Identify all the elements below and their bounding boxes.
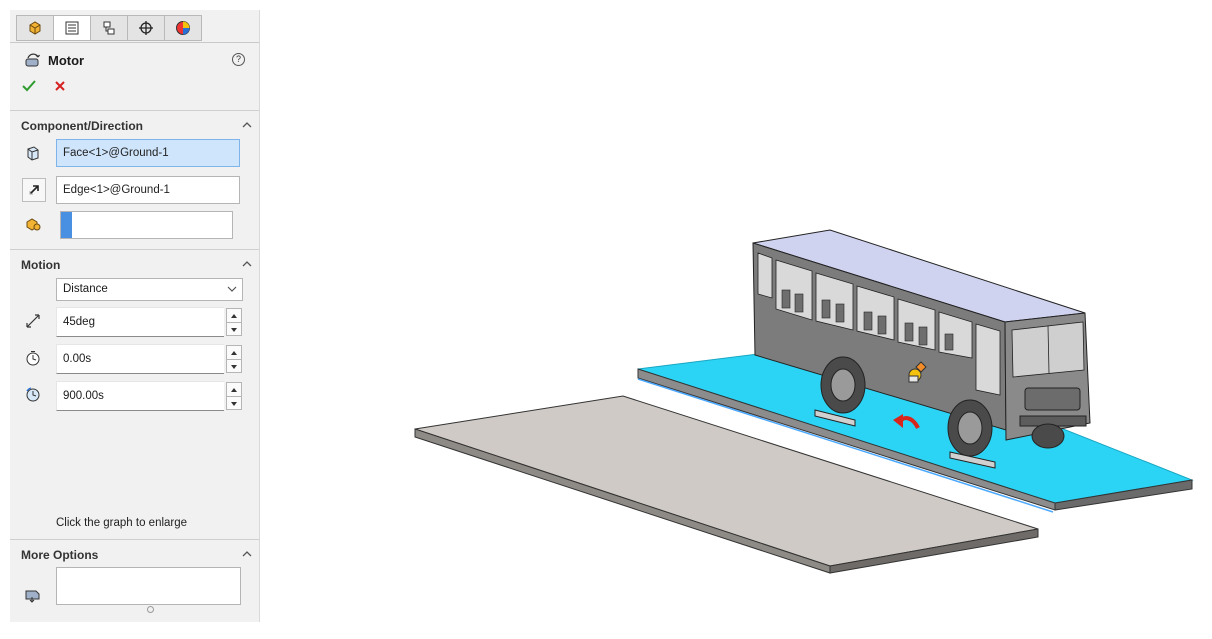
display-manager-tab[interactable] xyxy=(164,15,202,41)
chevron-up-icon[interactable] xyxy=(242,550,252,558)
direction-arrow-icon xyxy=(29,185,39,195)
motion-type-select[interactable]: Distance xyxy=(56,278,243,301)
component-relative-icon xyxy=(22,213,44,235)
motor-property-manager: Motor ? Component/Direction Face<1>@Grou… xyxy=(10,10,260,622)
crosshair-icon xyxy=(139,21,153,35)
graph-enlarge-hint[interactable]: Click the graph to enlarge xyxy=(56,517,188,529)
start-time-icon xyxy=(22,347,44,369)
configuration-manager-tab[interactable] xyxy=(90,15,128,41)
panel-title: Motor xyxy=(48,52,85,68)
cancel-button[interactable] xyxy=(54,80,66,95)
tabbar-divider xyxy=(10,42,259,43)
selected-edge[interactable] xyxy=(637,378,1054,513)
motor-icon xyxy=(25,53,41,67)
section-more-options-title: More Options xyxy=(21,548,99,562)
section-motion-title: Motion xyxy=(21,258,61,272)
motor-direction-arrow-icon[interactable] xyxy=(893,414,920,429)
motor-badge-icon[interactable] xyxy=(908,361,927,383)
feature-manager-icon xyxy=(29,21,41,35)
spin-down-icon[interactable] xyxy=(227,396,241,410)
dimxpert-manager-tab[interactable] xyxy=(127,15,165,41)
spin-down-icon[interactable] xyxy=(227,322,241,336)
help-icon[interactable]: ? xyxy=(232,53,245,66)
section-component-direction-title: Component/Direction xyxy=(21,119,143,133)
section-divider xyxy=(10,539,259,540)
section-divider xyxy=(10,110,259,111)
active-selection-marker xyxy=(61,212,72,238)
close-icon xyxy=(55,81,65,91)
spin-up-icon[interactable] xyxy=(227,309,241,322)
duration-input[interactable]: 900.00s xyxy=(56,381,224,411)
ok-button[interactable] xyxy=(22,80,36,95)
start-time-spinner[interactable] xyxy=(226,345,242,373)
chevron-up-icon[interactable] xyxy=(242,121,252,129)
resize-handle[interactable] xyxy=(147,606,154,613)
feature-manager-tab[interactable] xyxy=(16,15,54,41)
panel-header: Motor xyxy=(24,52,84,68)
distance-input[interactable]: 45deg xyxy=(56,307,224,337)
gray-ground-plate[interactable] xyxy=(414,395,1039,574)
start-time-input[interactable]: 0.00s xyxy=(56,344,224,374)
graphics-area[interactable] xyxy=(260,0,1212,636)
motion-type-value: Distance xyxy=(63,283,108,295)
chevron-up-icon[interactable] xyxy=(242,260,252,268)
section-divider xyxy=(10,249,259,250)
property-manager-tab[interactable] xyxy=(53,15,91,41)
display-manager-icon xyxy=(176,21,190,35)
duration-spinner[interactable] xyxy=(226,382,242,410)
property-manager-icon xyxy=(65,21,79,35)
direction-edge-field[interactable]: Edge<1>@Ground-1 xyxy=(56,176,240,204)
checkmark-icon xyxy=(22,80,36,92)
face-selection-icon xyxy=(22,142,44,164)
spin-down-icon[interactable] xyxy=(227,359,241,373)
more-options-list[interactable] xyxy=(56,567,241,605)
reverse-direction-button[interactable] xyxy=(22,178,46,202)
component-face-field[interactable]: Face<1>@Ground-1 xyxy=(56,139,240,167)
bus-model[interactable] xyxy=(752,229,1091,469)
chevron-down-icon xyxy=(227,286,237,292)
spin-up-icon[interactable] xyxy=(227,383,241,396)
component-relative-field[interactable] xyxy=(60,211,233,239)
distance-icon xyxy=(22,310,44,332)
configuration-manager-icon xyxy=(103,21,115,35)
load-faces-icon xyxy=(22,584,44,606)
spin-up-icon[interactable] xyxy=(227,346,241,359)
model-view xyxy=(414,229,1194,574)
duration-icon xyxy=(22,384,44,406)
distance-spinner[interactable] xyxy=(226,308,242,336)
manager-tabs xyxy=(16,15,202,41)
